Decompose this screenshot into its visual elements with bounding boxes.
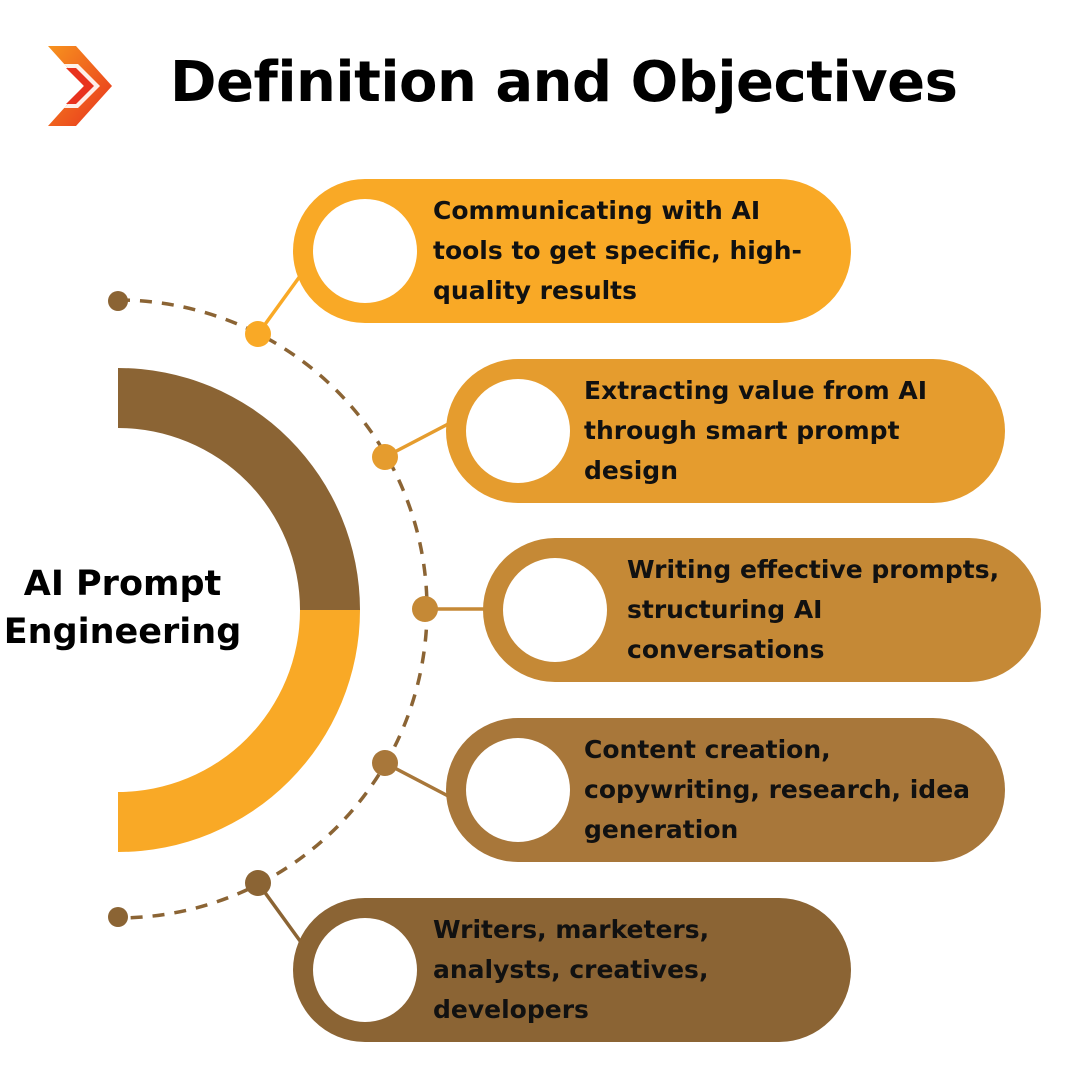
item-circle-3 [503, 558, 607, 662]
item-text-2: Extracting value from AI through smart p… [584, 376, 928, 485]
item-card-2: Extracting value from AI through smart p… [446, 359, 1005, 503]
double-chevron-logo-icon [48, 46, 112, 126]
page-title: Definition and Objectives [170, 50, 958, 115]
arc-bottom-segment [118, 610, 360, 852]
connector-dot-2 [372, 444, 398, 470]
item-card-4: Content creation, copywriting, research,… [446, 718, 1005, 862]
item-circle-4 [466, 738, 570, 842]
center-label-line1: AI Prompt [23, 564, 222, 604]
item-circle-5 [313, 918, 417, 1022]
item-card-5: Writers, marketers, analysts, creatives,… [293, 898, 851, 1042]
path-end-dot [108, 907, 128, 927]
item-text-5: Writers, marketers, analysts, creatives,… [433, 915, 710, 1024]
item-text-1: Communicating with AI tools to get speci… [433, 196, 802, 305]
item-text-3: Writing effective prompts, structuring A… [627, 555, 1000, 664]
item-text-4: Content creation, copywriting, research,… [584, 735, 971, 844]
item-card-1: Communicating with AI tools to get speci… [293, 179, 851, 323]
connector-dot-1 [245, 321, 271, 347]
item-circle-1 [313, 199, 417, 303]
connector-dot-3 [412, 596, 438, 622]
connector-dot-4 [372, 750, 398, 776]
item-card-3: Writing effective prompts, structuring A… [483, 538, 1041, 682]
connector-dot-5 [245, 870, 271, 896]
path-start-dot [108, 291, 128, 311]
center-label-line2: Engineering [3, 612, 242, 652]
center-label: AI Prompt Engineering [0, 560, 245, 656]
arc-top-segment [118, 368, 360, 610]
item-circle-2 [466, 379, 570, 483]
